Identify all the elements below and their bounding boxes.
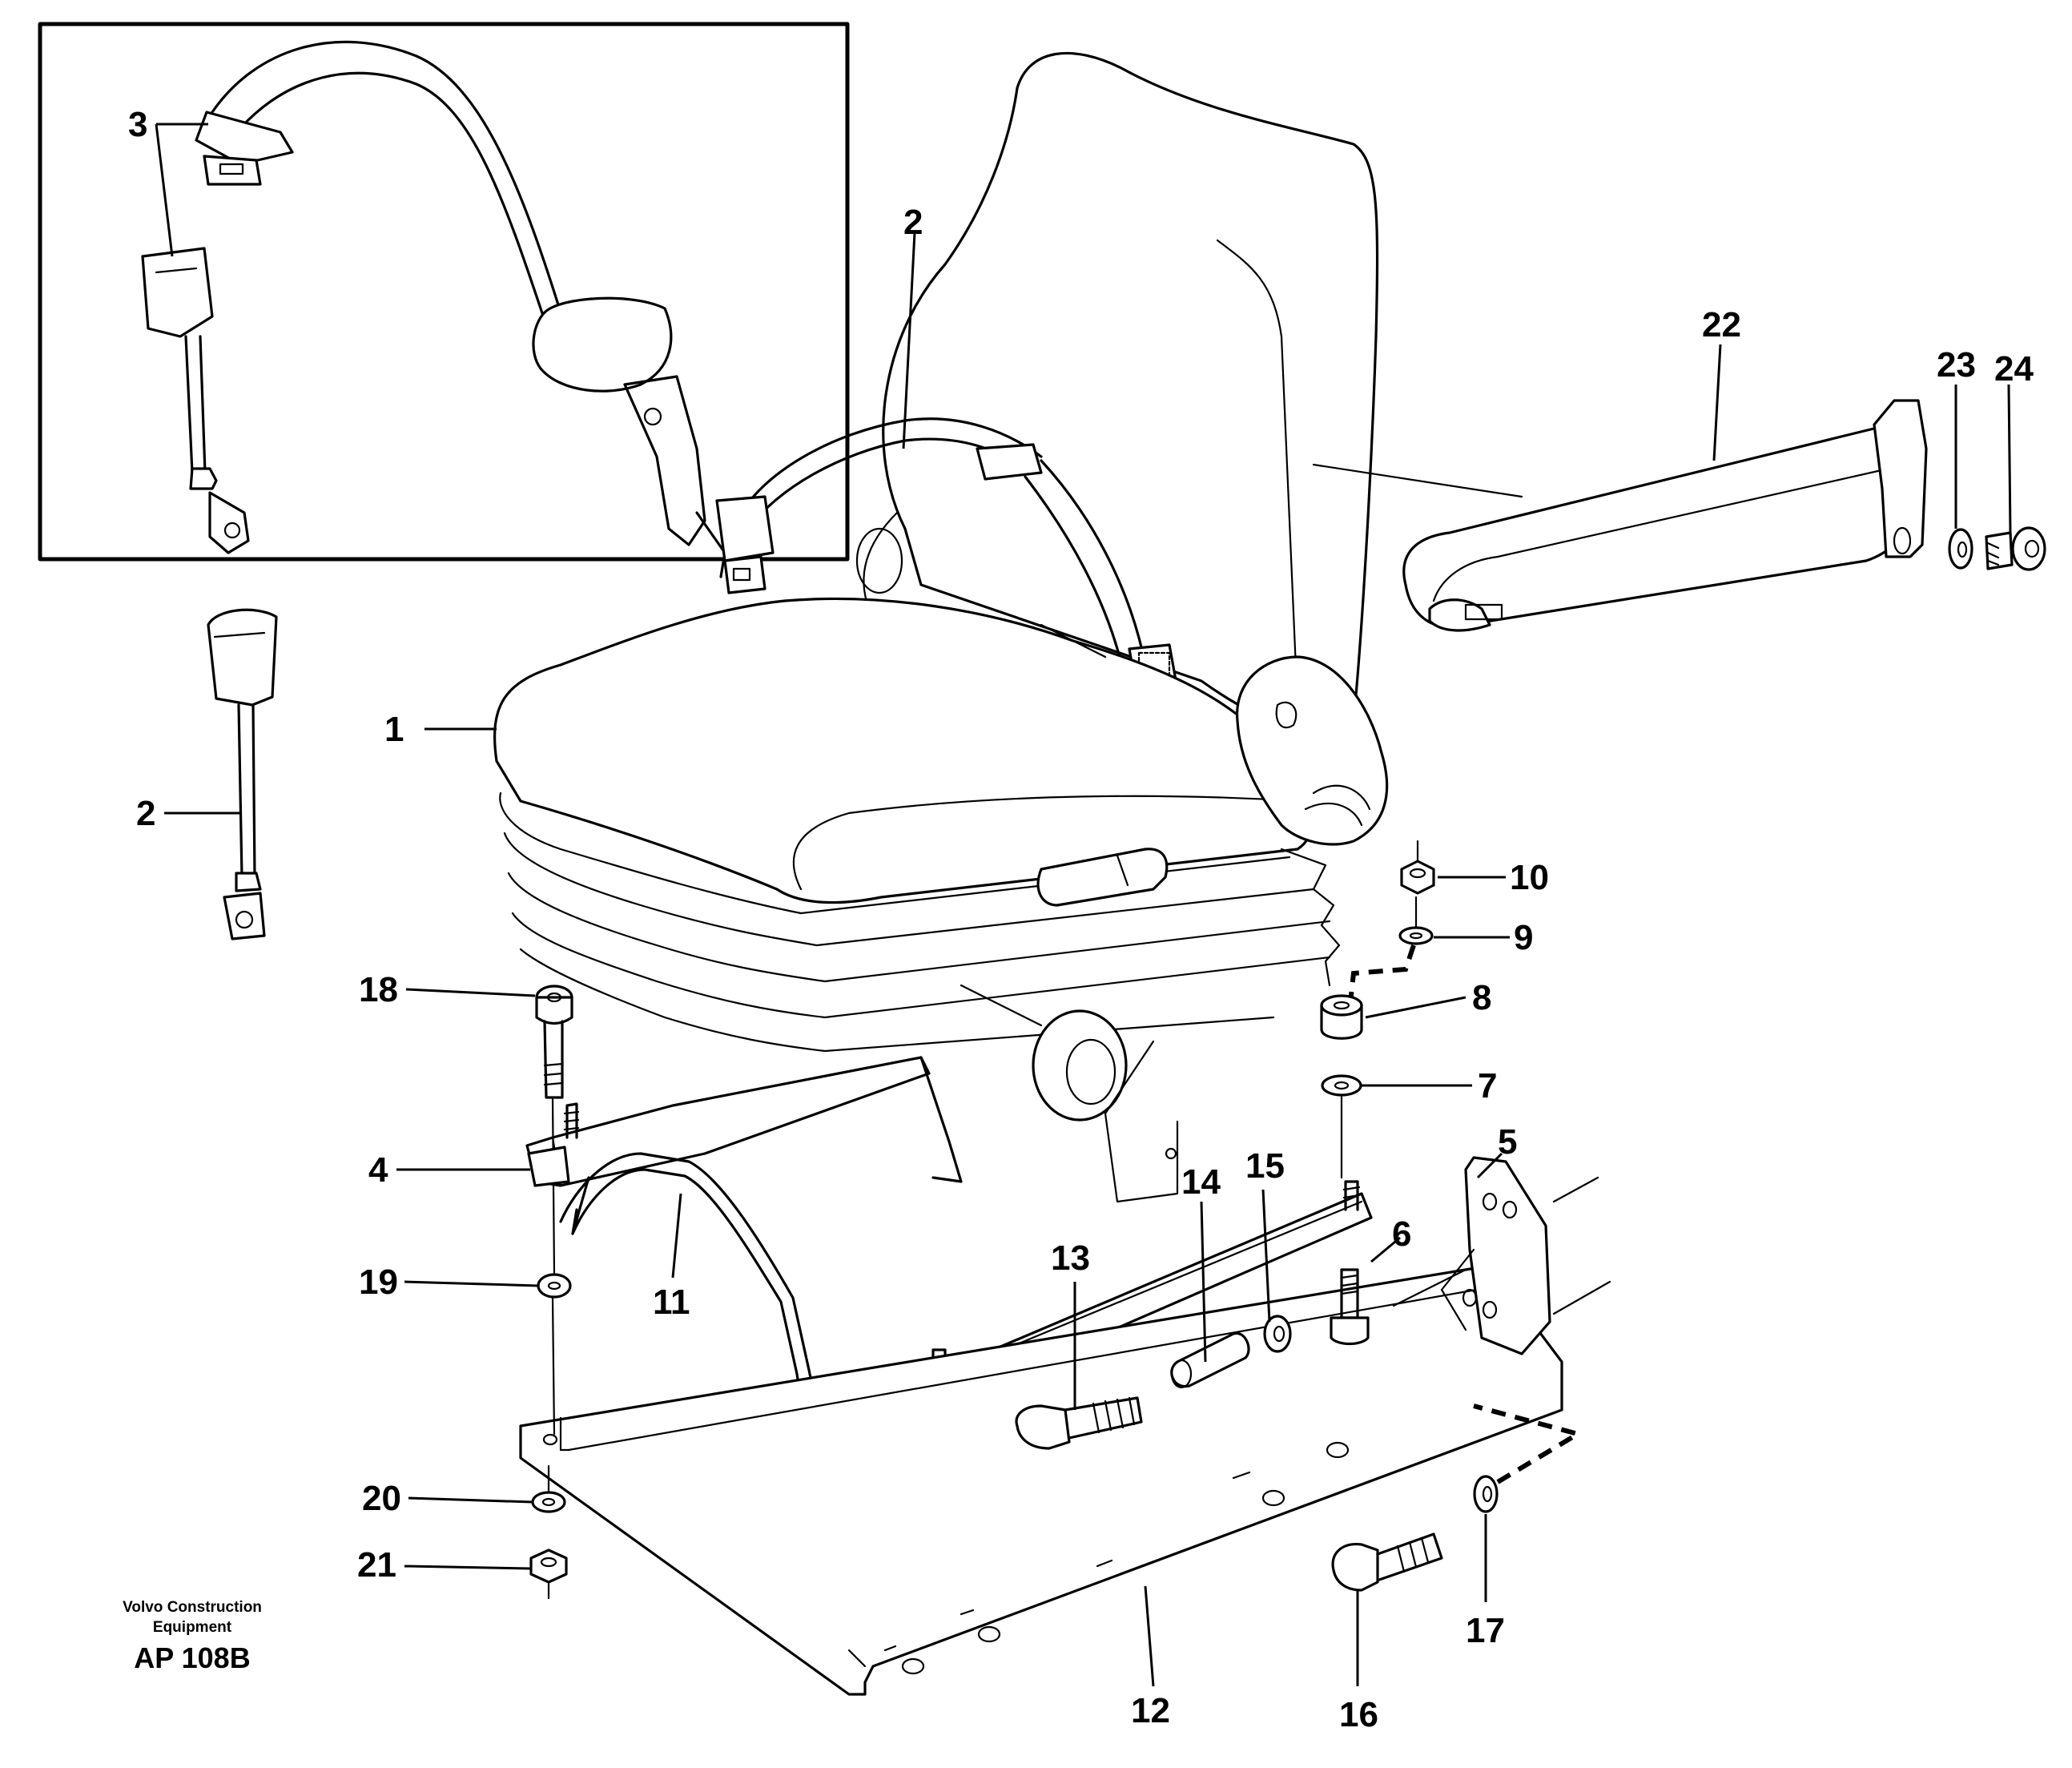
assembly-path-17 bbox=[1473, 1404, 1584, 1484]
credit-block: Volvo Construction Equipment AP 108B bbox=[123, 1599, 262, 1674]
side-bolster bbox=[1236, 655, 1389, 846]
seat-frame-column bbox=[1104, 1040, 1179, 1203]
bushing-8 bbox=[1320, 994, 1363, 1040]
nut-21 bbox=[529, 1549, 568, 1600]
callout-6: 6 bbox=[1392, 1214, 1411, 1254]
washer-7 bbox=[1321, 1074, 1362, 1179]
seat-bellows bbox=[499, 791, 1341, 1053]
callout-4: 4 bbox=[368, 1150, 388, 1190]
loose-buckle-stalk bbox=[207, 608, 278, 940]
bolt-16 bbox=[1331, 1532, 1443, 1592]
callout-14: 14 bbox=[1181, 1162, 1221, 1202]
callout-12: 12 bbox=[1131, 1691, 1170, 1730]
callout-2-lapbelt: 2 bbox=[903, 203, 923, 242]
callout-20: 20 bbox=[362, 1479, 401, 1518]
bolt-24 bbox=[1985, 526, 2046, 571]
callout-17: 17 bbox=[1466, 1611, 1505, 1650]
sleeve-14 bbox=[1170, 1331, 1250, 1389]
seat-backrest bbox=[855, 51, 1379, 732]
inset-frame bbox=[38, 22, 850, 562]
callout-9: 9 bbox=[1514, 918, 1533, 957]
washer-23 bbox=[1948, 528, 1973, 570]
adjust-knob bbox=[960, 984, 1128, 1122]
callout-13: 13 bbox=[1051, 1238, 1090, 1278]
callout-7: 7 bbox=[1478, 1066, 1497, 1106]
leader-lines bbox=[155, 123, 2012, 1687]
credit-line-2: Equipment bbox=[153, 1619, 232, 1636]
bolt-13 bbox=[1015, 1396, 1143, 1450]
seat-cushion bbox=[493, 597, 1314, 904]
callout-18: 18 bbox=[359, 970, 398, 1009]
callout-5: 5 bbox=[1498, 1122, 1517, 1162]
armrest bbox=[1312, 399, 1928, 632]
callout-19: 19 bbox=[359, 1263, 398, 1302]
callout-2-buckle: 2 bbox=[136, 794, 155, 833]
callout-1: 1 bbox=[384, 710, 404, 749]
callout-10: 10 bbox=[1510, 858, 1549, 897]
callout-23: 23 bbox=[1937, 345, 1976, 385]
callout-15: 15 bbox=[1245, 1146, 1285, 1186]
slide-block-4 bbox=[527, 1146, 570, 1187]
washer-17 bbox=[1473, 1475, 1499, 1513]
callout-22: 22 bbox=[1702, 305, 1741, 344]
credit-line-1: Volvo Construction bbox=[123, 1599, 262, 1616]
nut-10 bbox=[1400, 840, 1435, 895]
left-slide-rail bbox=[525, 1056, 963, 1187]
washer-9 bbox=[1398, 896, 1434, 945]
mounting-bracket bbox=[1392, 1156, 1611, 1355]
washer-19 bbox=[537, 1273, 572, 1436]
callout-24: 24 bbox=[1994, 349, 2034, 389]
bolt-18 bbox=[535, 985, 573, 1275]
bolt-6 bbox=[1330, 1268, 1370, 1346]
washer-15 bbox=[1263, 1315, 1292, 1353]
drawing-code: AP 108B bbox=[134, 1641, 250, 1674]
callout-11: 11 bbox=[653, 1283, 690, 1322]
three-point-belt bbox=[141, 40, 726, 578]
callout-labels: 1 2 2 3 4 5 6 7 8 9 10 11 12 13 14 15 16… bbox=[128, 105, 2034, 1734]
callout-21: 21 bbox=[357, 1545, 396, 1585]
callout-3: 3 bbox=[128, 105, 147, 144]
callout-8: 8 bbox=[1472, 978, 1491, 1017]
callout-16: 16 bbox=[1339, 1695, 1378, 1734]
assembly-path-9 bbox=[1347, 944, 1416, 1010]
